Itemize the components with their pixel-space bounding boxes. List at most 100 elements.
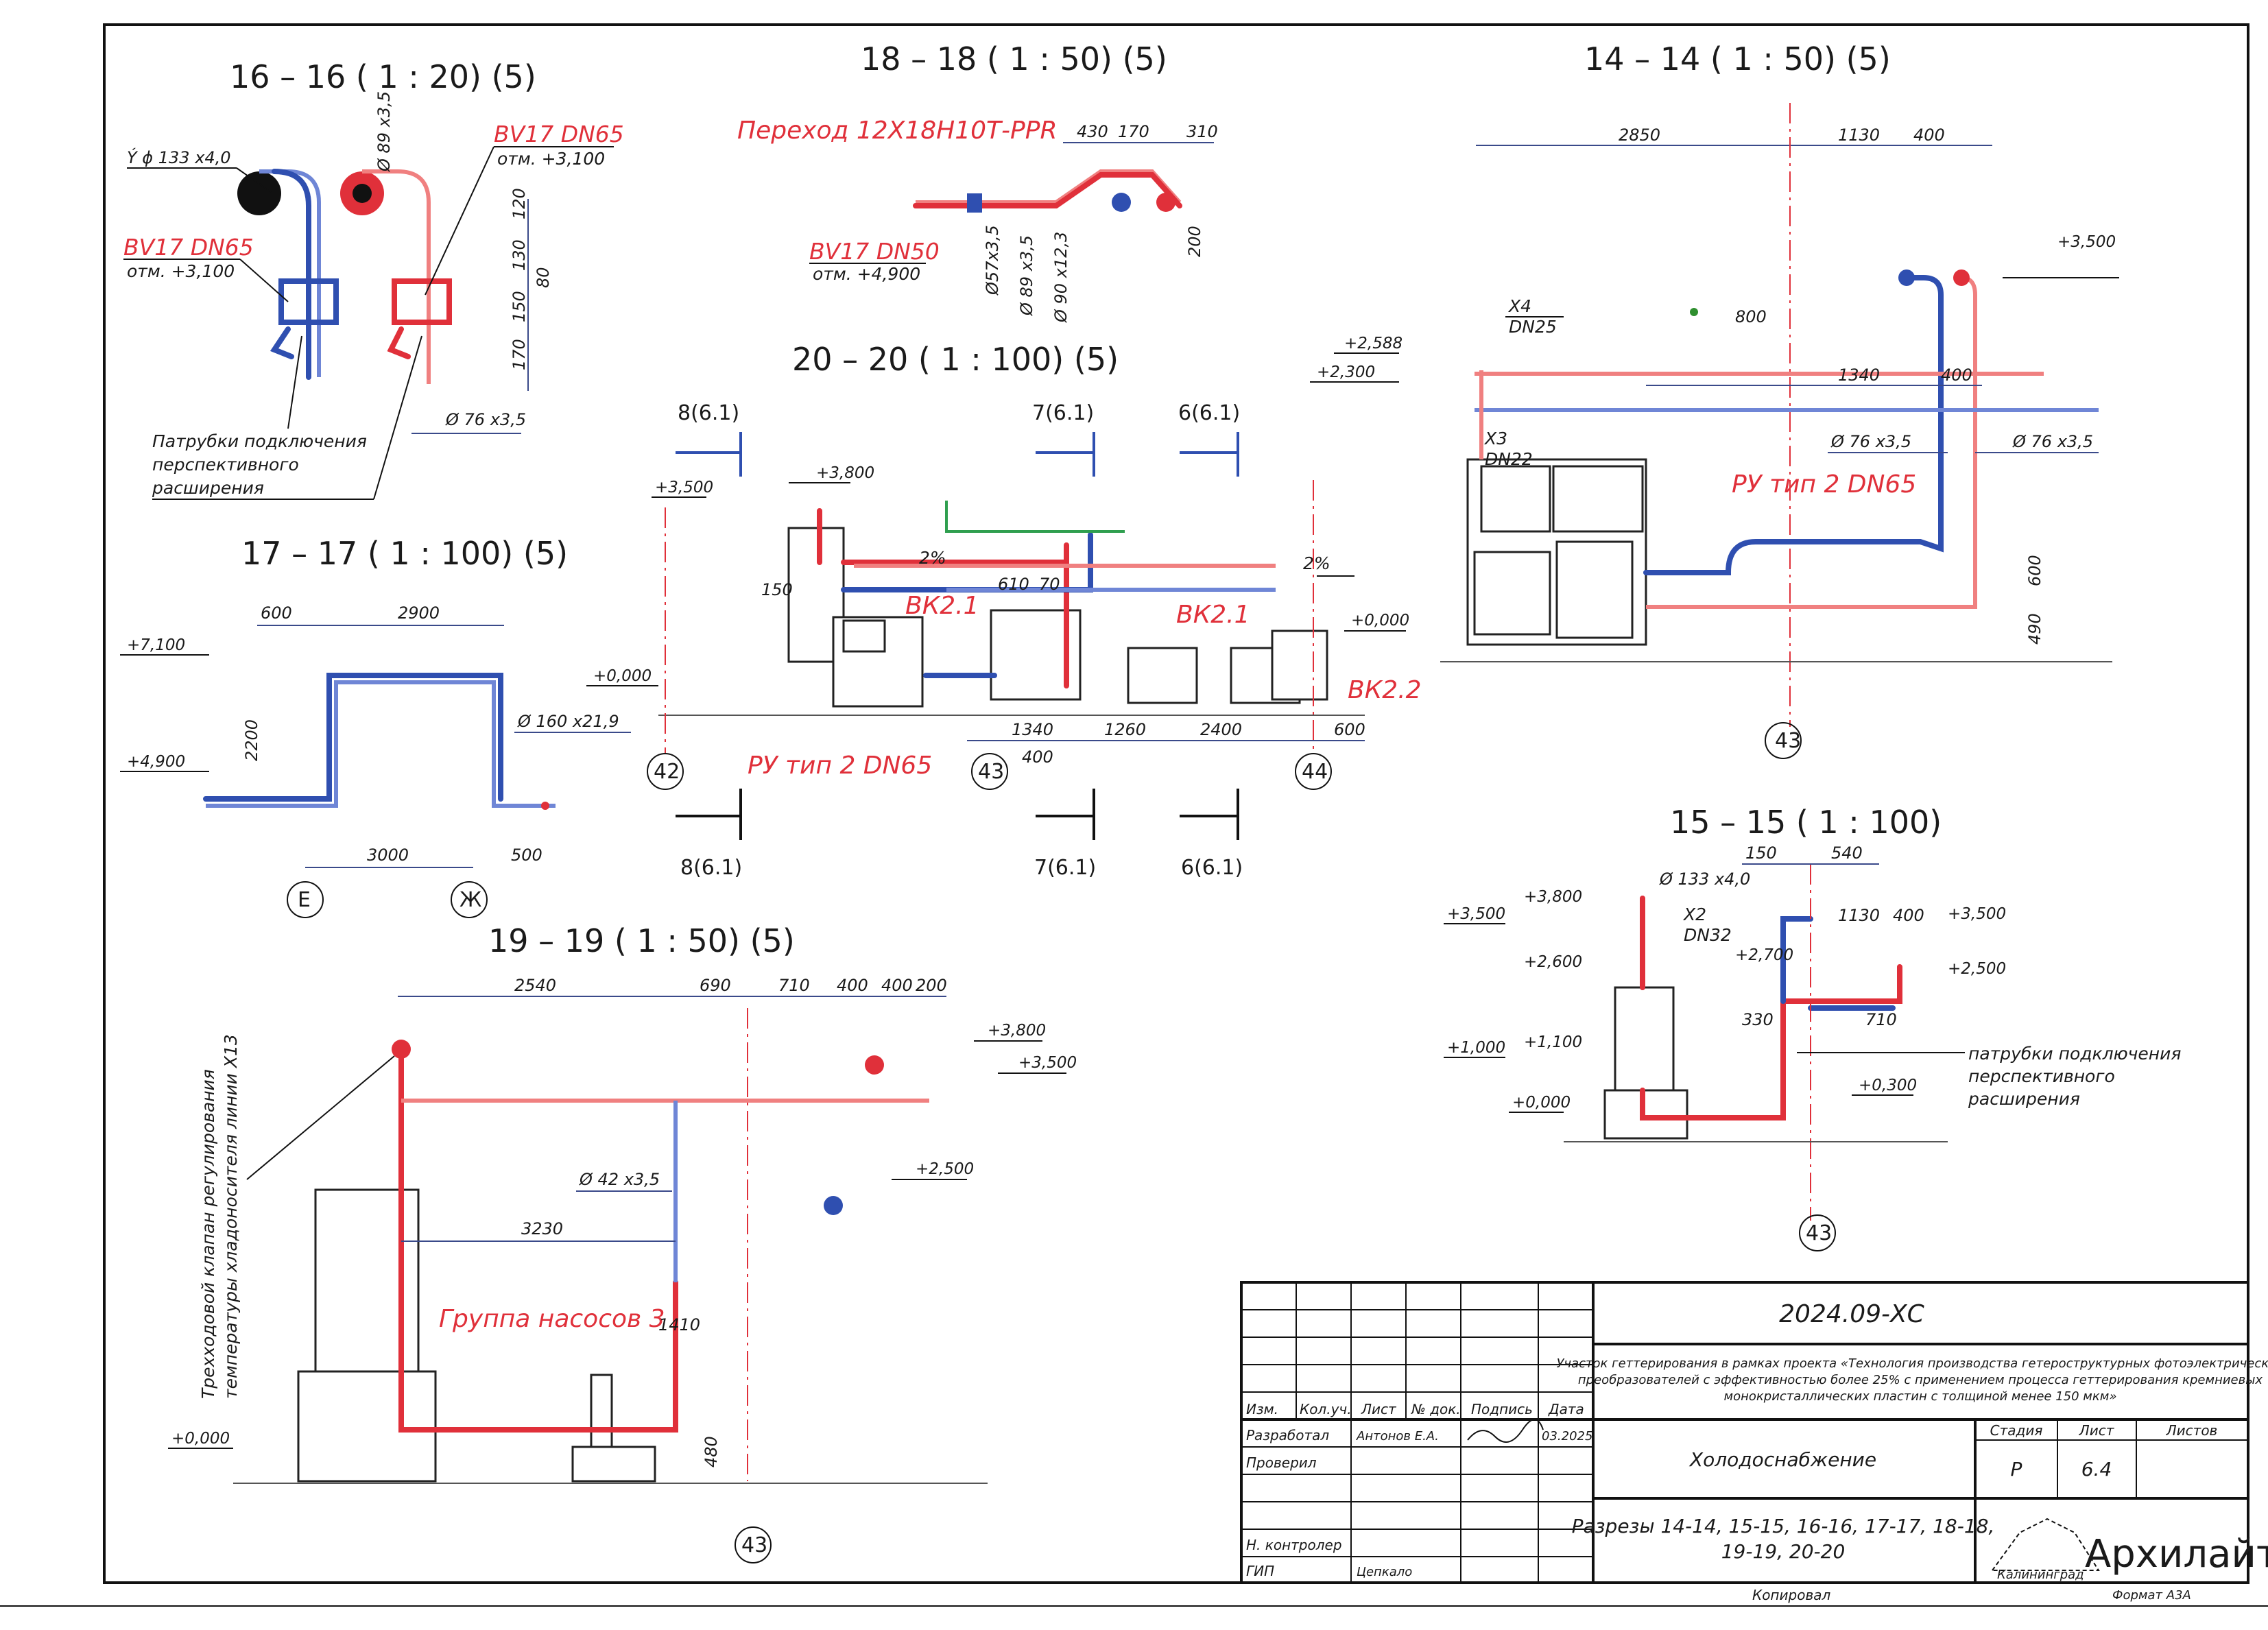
- dim-400-15: 400: [1893, 906, 1924, 925]
- valve-note-leader: [246, 1055, 395, 1180]
- dim-2540: 2540: [514, 976, 556, 995]
- pump-motor-19: [590, 1374, 613, 1448]
- diam-42: Ø 42 x3,5: [579, 1170, 660, 1189]
- dim-500: 500: [511, 846, 542, 865]
- pipe-end-left: [237, 171, 281, 215]
- diam-90: Ø 90 x12,3: [1051, 232, 1071, 323]
- dim-710-19: 710: [778, 976, 810, 995]
- axis-44-label: 44: [1302, 760, 1328, 784]
- signature-mark: [1467, 1419, 1544, 1443]
- section-20: 20 – 20 ( 1 : 100) (5) 8(6.1) 7(6.1) 6(6…: [586, 341, 1422, 880]
- pipe-17: [206, 680, 556, 808]
- tb-h-sign: Подпись: [1471, 1401, 1533, 1417]
- diam-89: Ø 89 x3,5: [374, 91, 394, 172]
- red-pipe-15: [1640, 896, 1902, 1120]
- level-0000-20: +0,000: [593, 667, 652, 685]
- cut-6-bottom-label: 6(6.1): [1181, 856, 1243, 880]
- tb-name-dev: Антонов Е.А.: [1356, 1429, 1439, 1443]
- drycooler-20a: [1127, 647, 1198, 704]
- blue-pipe-riser-edge: [272, 169, 311, 380]
- cut-8-bottom: [676, 789, 742, 840]
- project-desc-1: Участок геттерирования в рамках проекта …: [1556, 1356, 2268, 1371]
- axis-43-bubble-19: [735, 1526, 772, 1563]
- cut-7-top-label: 7(6.1): [1032, 401, 1094, 425]
- level-1000-15: +1,000: [1447, 1039, 1505, 1057]
- dim-1410: 1410: [658, 1315, 700, 1334]
- section-15: 15 – 15 ( 1 : 100) +3,500 +3,800 +2,600 …: [1444, 804, 2181, 1251]
- cut-7-top: [1036, 432, 1095, 477]
- red-loop-14: [1646, 276, 1977, 609]
- dim-610: 610: [998, 575, 1029, 594]
- tb-h-date: Дата: [1548, 1401, 1584, 1417]
- dim-150: 150: [510, 291, 529, 322]
- tb-name-gip: Цепкало: [1357, 1565, 1412, 1579]
- bk22-label: ВК2.2: [1348, 676, 1422, 704]
- dim-150-15: 150: [1745, 843, 1777, 863]
- level-2500-15: +2,500: [1948, 960, 2006, 978]
- valve-right-label: BV17 DN65: [494, 121, 624, 147]
- axis-43-bubble-15: [1799, 1214, 1836, 1251]
- dim-2200: 2200: [242, 719, 261, 761]
- axis-43-bubble-14: [1765, 722, 1802, 759]
- axis-44-bubble: [1295, 753, 1332, 790]
- level-2500-19: +2,500: [916, 1160, 974, 1178]
- tb-stage-header: Стадия: [1990, 1422, 2043, 1439]
- dim-170: 170: [1118, 122, 1149, 141]
- valve-note-line-2: температуры хладоносителя линии Х13: [221, 1034, 241, 1399]
- tb-role-check: Проверил: [1246, 1454, 1317, 1471]
- sheet-title-1: Разрезы 14-14, 15-15, 16-16, 17-17, 18-1…: [1572, 1515, 1995, 1537]
- dim-400: 400: [1913, 125, 1945, 145]
- pipe-18-edge: [913, 172, 1182, 208]
- axis-42-bubble: [647, 753, 684, 790]
- dim-600: 600: [2025, 555, 2044, 586]
- dim-1130-15: 1130: [1838, 906, 1880, 925]
- x2-dn-label: DN32: [1684, 925, 1732, 945]
- section-14: 14 – 14 ( 1 : 50) (5) 2850 1130 400 +3,5…: [1310, 40, 2119, 759]
- tb-h-izm: Изм.: [1246, 1401, 1278, 1417]
- cut-8-bottom-label: 8(6.1): [680, 856, 742, 880]
- valve-right-body: [392, 278, 452, 325]
- note-line-2: перспективного: [152, 455, 299, 475]
- dim-1130: 1130: [1838, 125, 1880, 145]
- level-4900: +4,900: [127, 753, 185, 771]
- logo-text: Архилайт: [2085, 1532, 2268, 1577]
- level-0000-14: +0,000: [1351, 612, 1409, 630]
- section-19: 19 – 19 ( 1 : 50) (5) 2540 690 710 400 4…: [168, 922, 1077, 1563]
- axis-43-label-20: 43: [978, 760, 1004, 784]
- tb-sheet: 6.4: [2081, 1458, 2112, 1481]
- level-3800-15: +3,800: [1524, 888, 1582, 906]
- dim-490: 490: [2025, 613, 2044, 645]
- sheet-title-2: 19-19, 20-20: [1721, 1540, 1846, 1563]
- section-15-title: 15 – 15 ( 1 : 100): [1670, 804, 1942, 841]
- bk21-label-b: ВК2.1: [1176, 601, 1250, 629]
- dim-400-14: 400: [1941, 365, 1972, 385]
- dim-310: 310: [1186, 122, 1218, 141]
- logo-icon: [1991, 1518, 2100, 1571]
- valve-18-level: отм. +4,900: [813, 264, 920, 284]
- tank-15-base: [1603, 1089, 1688, 1140]
- unit-19-lower: [297, 1370, 437, 1483]
- tb-h-list: Лист: [1361, 1401, 1397, 1417]
- dim-400-20: 400: [1022, 747, 1053, 767]
- section-14-title: 14 – 14 ( 1 : 50) (5): [1584, 40, 1891, 77]
- level-0300-15: +0,300: [1859, 1077, 1917, 1094]
- note-line-1: Патрубки подключения: [152, 431, 367, 451]
- tb-role-gip: ГИП: [1246, 1563, 1274, 1579]
- dim-170: 170: [510, 339, 529, 370]
- axis-42-label: 42: [654, 760, 680, 784]
- x4-dn-label: DN25: [1509, 317, 1557, 337]
- green-line-20: [945, 501, 1125, 533]
- tb-stage: Р: [2011, 1458, 2022, 1481]
- dim-710-15: 710: [1865, 1010, 1897, 1029]
- dim-120: 120: [510, 188, 529, 219]
- dim-200-19: 200: [916, 976, 947, 995]
- note15-line-1: патрубки подключения: [1968, 1044, 2181, 1064]
- red-pipe-riser: [362, 169, 431, 384]
- level-3800-20: +3,800: [816, 464, 874, 482]
- pipe-end-18b: [1156, 193, 1175, 212]
- valve-note-line-1: Трехходовой клапан регулирования: [198, 1069, 218, 1399]
- dim-1260: 1260: [1104, 720, 1146, 739]
- tb-h-kol: Кол.уч.: [1300, 1401, 1352, 1417]
- axis-43-bubble-20: [971, 753, 1008, 790]
